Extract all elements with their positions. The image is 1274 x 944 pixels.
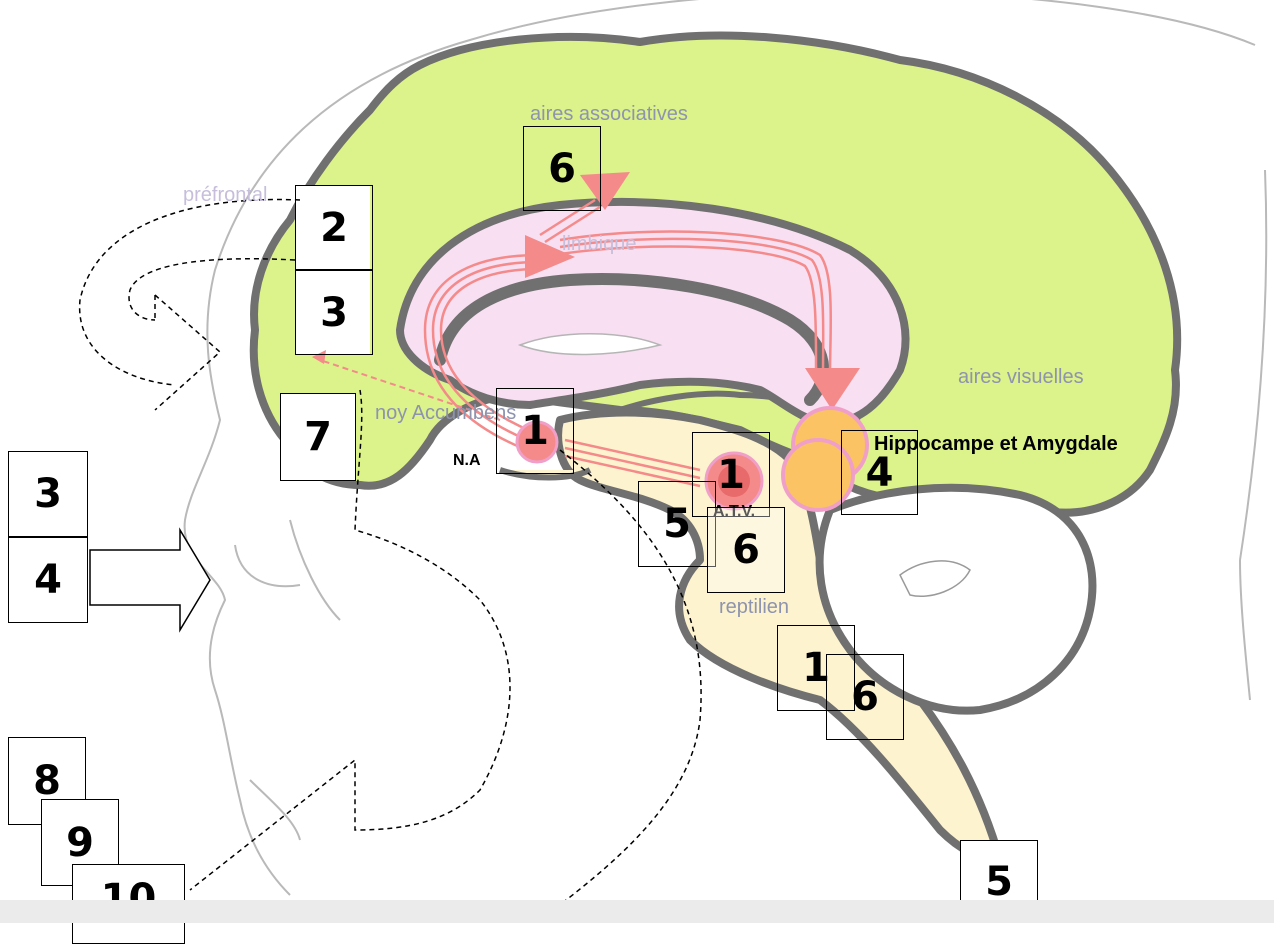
box-outside-bottom: 4 xyxy=(8,537,88,623)
footer-bar xyxy=(0,900,1274,923)
box-stem-b: 6 xyxy=(826,654,904,740)
label-aires-associatives: aires associatives xyxy=(530,103,688,126)
box-assoc: 6 xyxy=(523,126,601,211)
label-aires-visuelles: aires visuelles xyxy=(958,366,1084,389)
label-prefrontal: préfrontal xyxy=(183,184,268,207)
label-na: N.A xyxy=(453,452,481,470)
box-prefrontal-bottom: 3 xyxy=(295,270,373,355)
box-left-upper: 7 xyxy=(280,393,356,481)
box-prefrontal-top: 2 xyxy=(295,185,373,270)
box-hippo: 4 xyxy=(841,430,918,515)
brain-diagram xyxy=(0,0,1274,923)
label-limbique: limbique xyxy=(562,233,636,256)
box-outside-top: 3 xyxy=(8,451,88,537)
box-na: 1 xyxy=(496,388,574,474)
label-reptilien: reptilien xyxy=(719,596,789,619)
outline-arrow xyxy=(90,530,210,630)
box-mid-b: 6 xyxy=(707,507,785,593)
box-mid-a: 5 xyxy=(638,481,716,567)
